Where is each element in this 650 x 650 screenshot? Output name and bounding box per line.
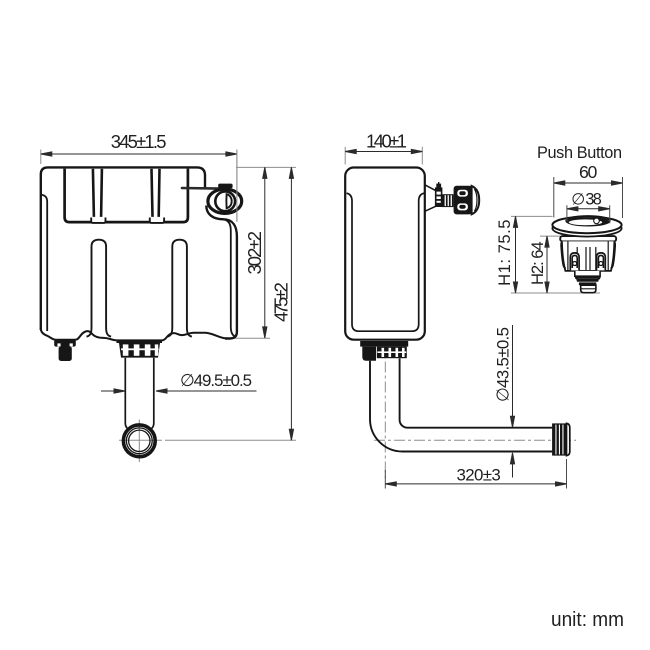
svg-text:unit: mm: unit: mm [551, 609, 624, 631]
svg-text:320±3: 320±3 [456, 465, 500, 484]
svg-text:140±1: 140±1 [366, 130, 407, 151]
svg-text:∅ 38: ∅ 38 [571, 190, 602, 208]
svg-text:302±2: 302±2 [244, 231, 265, 274]
svg-text:475±2: 475±2 [270, 282, 291, 322]
svg-text:345±1.5: 345±1.5 [111, 131, 167, 152]
svg-text:∅49.5±0.5: ∅49.5±0.5 [180, 371, 252, 390]
svg-text:60: 60 [579, 162, 597, 182]
svg-text:H1: 75.5: H1: 75.5 [495, 220, 514, 286]
svg-text:Push Button: Push Button [537, 144, 622, 162]
svg-text:H2: 64: H2: 64 [528, 241, 547, 285]
svg-text:∅43.5±0.5: ∅43.5±0.5 [494, 327, 513, 402]
